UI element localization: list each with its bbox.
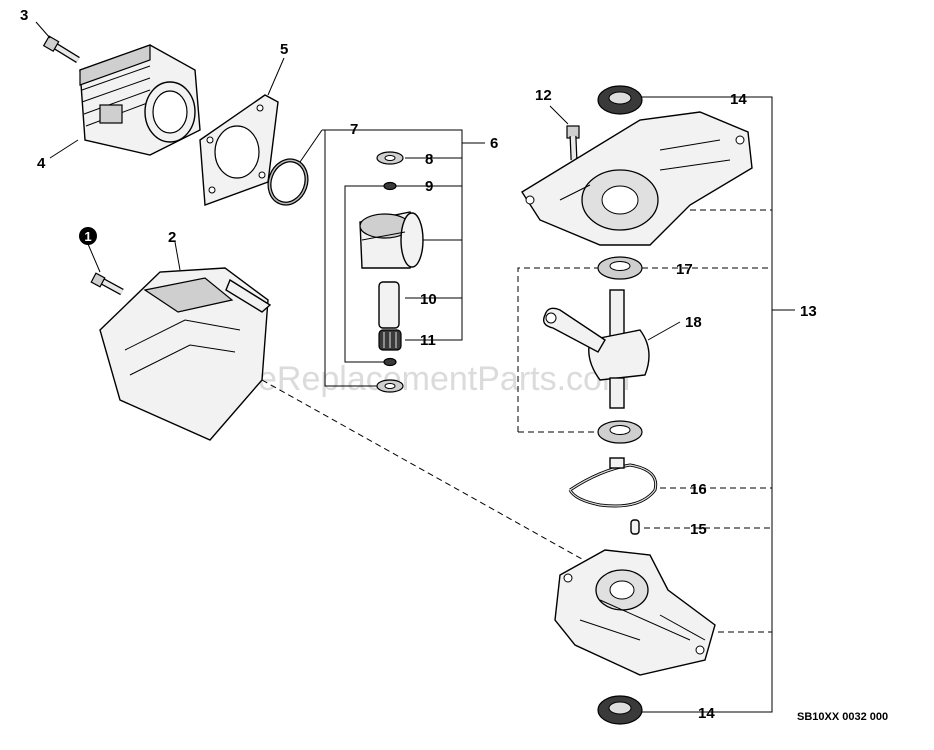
watermark: eReplacementParts.com <box>258 360 630 398</box>
bolt-part-3 <box>42 35 80 63</box>
crankshaft-part-18 <box>542 289 650 409</box>
callout-10: 10 <box>420 291 437 308</box>
callout-8: 8 <box>425 151 433 168</box>
cylinder-part-4 <box>79 44 201 156</box>
callout-3: 3 <box>20 7 28 24</box>
callout-1: 1 <box>84 229 91 244</box>
clip-part-9 <box>383 181 397 191</box>
cover-part-2 <box>99 267 272 441</box>
callout-5: 5 <box>280 41 288 58</box>
piston-pin-part-10 <box>378 281 400 329</box>
snap-ring-part-16 <box>568 457 658 508</box>
callout-11: 11 <box>420 332 436 349</box>
callout-7: 7 <box>350 121 358 138</box>
clip-lower <box>383 357 397 367</box>
callout-16: 16 <box>690 481 707 498</box>
callout-15: 15 <box>690 521 707 538</box>
crankcase-upper-half <box>521 111 753 246</box>
callout-14-bottom: 14 <box>698 705 715 722</box>
o-ring-part-7 <box>267 158 309 206</box>
oil-seal-part-14-bottom <box>597 695 643 725</box>
callout-13: 13 <box>800 303 817 320</box>
diagram-code: SB10XX 0032 000 <box>797 711 888 723</box>
callout-9: 9 <box>425 178 433 195</box>
screw-part-1 <box>90 272 124 296</box>
callout-14-top: 14 <box>730 91 747 108</box>
callout-18: 18 <box>685 314 702 331</box>
oil-seal-part-14-top <box>597 85 643 115</box>
pin-part-15 <box>630 519 640 535</box>
piston-kit-bracket <box>322 129 485 387</box>
needle-bearing-part-11 <box>378 329 402 351</box>
ball-bearing-part-17-top <box>597 256 643 280</box>
callout-1-badge: 1 <box>79 227 97 245</box>
bolt-part-12 <box>566 125 580 161</box>
crankcase-assembly-bracket <box>517 96 795 713</box>
piston <box>359 211 424 269</box>
crankcase-lower-half <box>554 549 716 676</box>
callout-2: 2 <box>168 229 176 246</box>
callout-17: 17 <box>676 261 693 278</box>
callout-12: 12 <box>535 87 552 104</box>
callout-6: 6 <box>490 135 498 152</box>
callout-4: 4 <box>37 155 46 172</box>
gasket-part-5 <box>199 94 279 206</box>
ball-bearing-part-17-bottom <box>597 420 643 444</box>
